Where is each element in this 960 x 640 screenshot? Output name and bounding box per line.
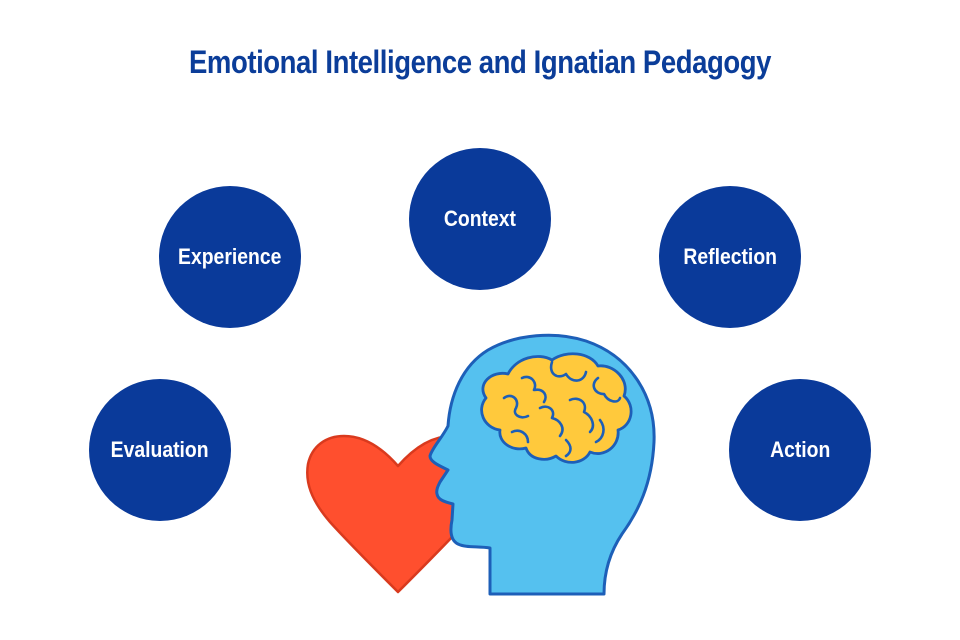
- node-action: Action: [729, 379, 871, 521]
- node-label-context: Context: [443, 206, 517, 231]
- heart-head-illustration: [306, 333, 656, 596]
- brain-icon: [480, 352, 633, 464]
- node-experience: Experience: [159, 186, 301, 328]
- node-label-action: Action: [769, 437, 831, 462]
- node-context: Context: [409, 148, 551, 290]
- node-evaluation: Evaluation: [89, 379, 231, 521]
- node-label-reflection: Reflection: [683, 244, 777, 269]
- node-label-evaluation: Evaluation: [111, 437, 209, 462]
- node-label-experience: Experience: [178, 244, 282, 269]
- page-title: Emotional Intelligence and Ignatian Peda…: [188, 44, 772, 80]
- node-reflection: Reflection: [659, 186, 801, 328]
